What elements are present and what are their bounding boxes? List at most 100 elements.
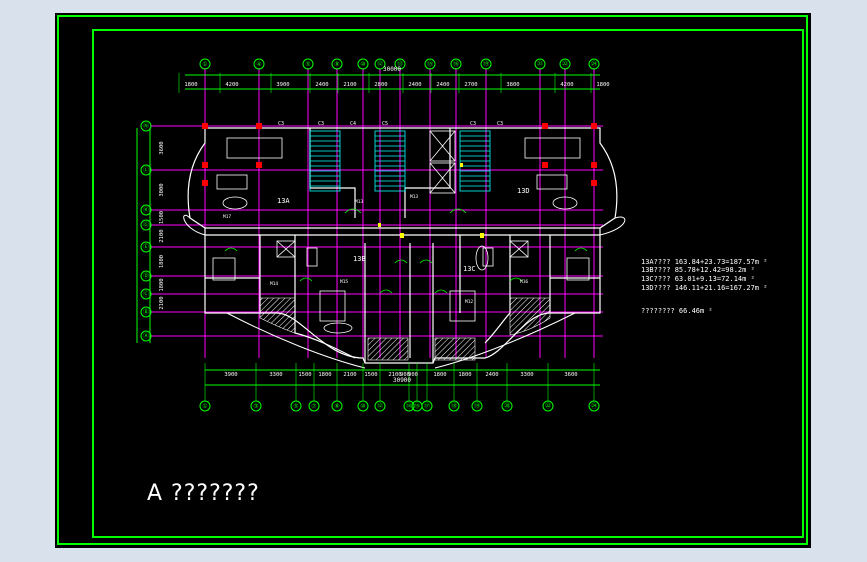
axis-label: ㉔ — [591, 402, 597, 410]
axis-bubble: ⑬ — [394, 58, 406, 70]
door-label: M14 — [270, 281, 278, 287]
axis-label: Ⓔ — [143, 243, 149, 251]
axis-label: Ⓝ — [143, 122, 149, 130]
dimension-label: 2400 — [436, 82, 449, 88]
area-row-13b: 13B???? 85.78+12.42=98.2m ² — [641, 266, 755, 274]
dimension-label: 1500 — [159, 211, 165, 224]
axis-label: ㉒ — [562, 60, 568, 68]
door-label: M16 — [520, 279, 528, 285]
axis-bubble: ⑮ — [424, 58, 436, 70]
column-marker — [591, 123, 597, 129]
axis-label: ① — [202, 403, 207, 410]
axis-label: Ⓖ — [143, 221, 149, 229]
axis-label: Ⓚ — [143, 206, 149, 214]
dimension-label: 900 — [408, 372, 418, 378]
stairwell-label: C4 — [350, 121, 356, 127]
door-label: M13 — [355, 199, 363, 205]
axis-label: ⑩ — [360, 61, 365, 68]
axis-label: ⑫ — [377, 402, 383, 410]
hatched-walls — [259, 297, 551, 361]
axis-bubble: ⑩ — [357, 58, 369, 70]
door-swings — [224, 208, 588, 294]
axis-label: Ⓛ — [143, 166, 149, 174]
axis-bubble: ⑭ — [403, 363, 415, 412]
dimension-label: 1800 — [159, 255, 165, 268]
dimension-label: 2800 — [374, 82, 387, 88]
dimension-label: 900 — [400, 372, 410, 378]
axis-bubble: ⑯ — [450, 58, 462, 70]
axis-label: ④ — [256, 61, 261, 68]
dimension-label: 2100 — [343, 82, 356, 88]
area-note: ???????? 66.46m ² — [641, 307, 713, 315]
axis-bubble: ⑧ — [331, 58, 343, 70]
axis-label: ⑲ — [483, 60, 489, 68]
dimension-label: 3900 — [224, 372, 237, 378]
axis-label: ⑤ — [293, 403, 298, 410]
axis-bubble: ⑱ — [448, 363, 460, 412]
room-label-13d: 13D — [517, 187, 530, 195]
axis-bubble: Ⓛ — [140, 164, 152, 176]
axis-label: ㉔ — [591, 60, 597, 68]
axis-label: ⑳ — [504, 402, 510, 410]
axis-bubble: ㉔ — [588, 58, 600, 70]
dimension-label: 2400 — [485, 372, 498, 378]
axis-label: ⑧ — [334, 403, 339, 410]
axis-label: ⑰ — [424, 402, 430, 410]
axis-label: ⑮ — [427, 60, 433, 68]
inner-frame — [92, 29, 804, 538]
room-label-13c: 13C — [463, 265, 476, 273]
axis-label: ⑯ — [453, 60, 459, 68]
axis-bubble: ㉑ — [534, 58, 546, 70]
axis-bubble: ① — [199, 58, 211, 70]
stairwell-labels: C3 C3 C4 C5 C3 C3 — [278, 121, 503, 127]
axis-label: Ⓐ — [143, 332, 149, 340]
column-marker — [542, 123, 548, 129]
axis-bubble: ⑳ — [501, 363, 513, 412]
door-label: M15 — [340, 279, 348, 285]
dimension-label: 2400 — [408, 82, 421, 88]
axis-label: ⑮ — [414, 402, 420, 410]
column-marker — [591, 162, 597, 168]
dimension-label: 2100 — [159, 229, 165, 242]
axis-label: Ⓓ — [143, 272, 149, 280]
axis-bubble: ⑦ — [308, 363, 320, 412]
column-marker — [202, 180, 208, 186]
room-label-13b: 13B — [353, 255, 366, 263]
dimension-label: 3800 — [506, 82, 519, 88]
axis-label: ③ — [253, 403, 258, 410]
axis-bubble: Ⓚ — [140, 204, 152, 216]
room-label-13a: 13A — [277, 197, 290, 205]
room-labels: 13A 13D 13B 13C — [277, 187, 530, 273]
axis-bubble: ㉔ — [588, 363, 600, 412]
dimension-label: 3900 — [276, 82, 289, 88]
area-table: 13A???? 163.84+23.73=187.57m ² 13B???? 8… — [641, 258, 767, 315]
dimension-label: 1800 — [458, 372, 471, 378]
sheet-title: A ??????? — [147, 481, 260, 506]
stairwell-label: C5 — [382, 121, 388, 127]
dimension-label: 2700 — [464, 82, 477, 88]
stair-cores — [309, 130, 491, 192]
column-marker — [256, 123, 262, 129]
axis-label: ⑤ — [305, 61, 310, 68]
elevator-shafts — [276, 130, 529, 258]
axis-bubble: ⑰ — [421, 363, 433, 412]
axis-bubble: ⑤ — [302, 58, 314, 70]
structural-columns — [202, 123, 597, 186]
dimension-label: 1500 — [298, 372, 311, 378]
stairwell-label: C3 — [278, 121, 284, 127]
dimension-label: 1800 — [184, 82, 197, 88]
dimension-label: 2100 — [388, 372, 401, 378]
axis-bubble: Ⓑ — [140, 306, 152, 318]
dimension-label: 3600 — [564, 372, 577, 378]
door-label: M13 — [410, 194, 418, 200]
dimension-label: 2100 — [159, 296, 165, 309]
axis-bubble: Ⓒ — [140, 288, 152, 300]
axis-bubble: ④ — [253, 58, 265, 70]
dimension-label: 3600 — [159, 141, 165, 154]
axis-label: ⑫ — [377, 60, 383, 68]
